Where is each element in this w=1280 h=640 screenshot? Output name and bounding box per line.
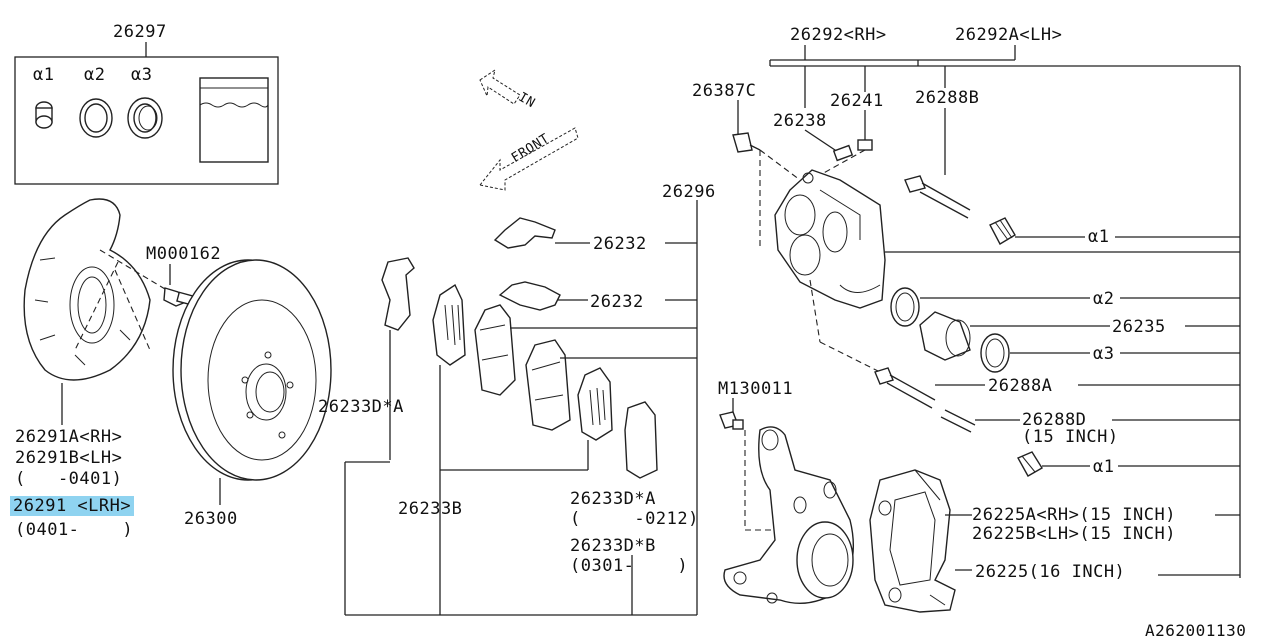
label-pin-a: 26288A [988, 376, 1053, 396]
label-shim-a-date: ( -0212) [570, 509, 699, 529]
brake-pad-1 [474, 304, 516, 396]
bolt-m000162 [163, 264, 194, 307]
caliper-body [774, 169, 886, 309]
label-pad-set: 26296 [662, 182, 716, 202]
boot-a3-caliper [980, 333, 1010, 373]
disc-cover-shape [23, 198, 151, 425]
pad-clip-2 [498, 281, 561, 311]
label-cover-lh: 26291B<LH> [15, 448, 123, 468]
label-piston: 26235 [1112, 317, 1166, 337]
figure-code: A262001130 [1145, 621, 1247, 640]
label-shim-a: 26233D*A [570, 489, 656, 509]
label-m130011: M130011 [718, 379, 794, 399]
label-rotor: 26300 [184, 509, 238, 529]
label-clip-1: 26232 [593, 234, 647, 254]
brake-pad-2 [525, 339, 571, 431]
label-bleeder: 26387C [692, 81, 757, 101]
label-pin-d-size: (15 INCH) [1022, 427, 1119, 447]
shim-b-right [624, 401, 658, 615]
label-support-16: 26225(16 INCH) [975, 562, 1126, 582]
caliper-piston [919, 311, 971, 361]
label-cover-date1: ( -0401) [15, 469, 123, 489]
steering-knuckle [723, 426, 855, 605]
label-support-lh: 26225B<LH>(15 INCH) [972, 524, 1176, 544]
label-pad-b: 26233B [398, 499, 463, 519]
label-a1-kit: α1 [33, 65, 55, 85]
guide-pin-a [874, 367, 936, 409]
bolt-m130011 [719, 411, 744, 430]
boot-a1-caliper [989, 217, 1016, 245]
label-caliper-rh: 26292<RH> [790, 25, 887, 45]
kit-boot-a1 [35, 101, 53, 129]
in-arrow-shape [479, 68, 521, 105]
label-caliper-lh: 26292A<LH> [955, 25, 1063, 45]
label-support-rh: 26225A<RH>(15 INCH) [972, 505, 1176, 525]
pad-clip-1 [493, 217, 556, 249]
bleeder-screw [732, 132, 761, 153]
label-clip-2: 26232 [590, 292, 644, 312]
caliper-support [869, 469, 956, 613]
bolt-26241 [857, 139, 873, 151]
label-cover-lrh[interactable]: 26291 <LRH> [10, 496, 135, 516]
shim-a-right [440, 367, 613, 471]
shim-a-left [344, 257, 415, 615]
shim-b-plate [432, 283, 466, 615]
kit-grease-pack [199, 77, 269, 163]
disc-rotor-shape [172, 259, 332, 505]
kit-boot-a3 [127, 97, 163, 139]
label-a2-kit: α2 [84, 65, 106, 85]
label-pad-shim-a: 26233D*A [318, 397, 404, 417]
label-pin-b: 26288B [915, 88, 980, 108]
guide-pin-b [904, 175, 971, 219]
label-a2-seal: α2 [1093, 289, 1115, 309]
label-pin-d: 26288D [1022, 410, 1087, 430]
label-cover-date2: (0401- ) [15, 520, 134, 540]
label-a3-boot: α3 [1093, 344, 1115, 364]
label-cap: 26238 [773, 111, 827, 131]
label-shim-b: 26233D*B [570, 536, 656, 556]
piston-seal-a2 [890, 287, 920, 327]
cap-26238 [832, 144, 854, 162]
label-shim-b-date: (0301- ) [570, 556, 689, 576]
label-26297: 26297 [113, 22, 167, 42]
kit-seal-a2 [79, 98, 113, 138]
front-arrow-shape [479, 127, 579, 191]
label-bolt-26241: 26241 [830, 91, 884, 111]
label-m000162: M000162 [146, 244, 222, 264]
label-cover-rh: 26291A<RH> [15, 427, 123, 447]
label-a1-boot: α1 [1088, 227, 1110, 247]
label-a1-boot2: α1 [1093, 457, 1115, 477]
guide-pin-d [940, 409, 976, 433]
boot-a1-lower [1017, 451, 1043, 477]
label-a3-kit: α3 [131, 65, 153, 85]
